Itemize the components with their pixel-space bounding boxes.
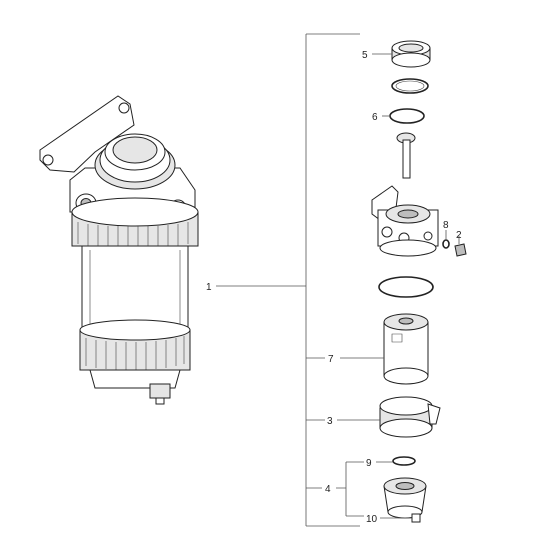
part-10-drain (411, 513, 421, 523)
callout-4: 4 (325, 484, 331, 495)
callout-3: 3 (327, 416, 333, 427)
callout-2: 2 (456, 230, 462, 241)
part-6-o-ring (389, 108, 425, 124)
callout-10: 10 (366, 514, 378, 525)
part-3-collar (379, 396, 441, 438)
callout-labels: 1 2 3 4 5 6 7 8 9 10 (206, 50, 462, 525)
filter-head (371, 185, 439, 257)
callout-8: 8 (443, 220, 449, 231)
sensor-probe (396, 132, 416, 179)
gasket-ring (378, 276, 434, 298)
part-7-filter-element (383, 313, 429, 385)
part-2-plug (454, 243, 467, 257)
seal-ring (391, 78, 429, 94)
callout-9: 9 (366, 458, 372, 469)
part-4-bowl (383, 477, 427, 519)
part-9-o-ring (392, 456, 416, 466)
callout-7: 7 (328, 354, 334, 365)
callout-6: 6 (372, 112, 378, 123)
part-5-cap-ring (391, 40, 431, 68)
callout-5: 5 (362, 50, 368, 61)
assembled-fuel-filter (39, 95, 199, 405)
callout-1: 1 (206, 282, 212, 293)
part-8-washer (442, 239, 450, 249)
leader-lines (216, 33, 460, 527)
